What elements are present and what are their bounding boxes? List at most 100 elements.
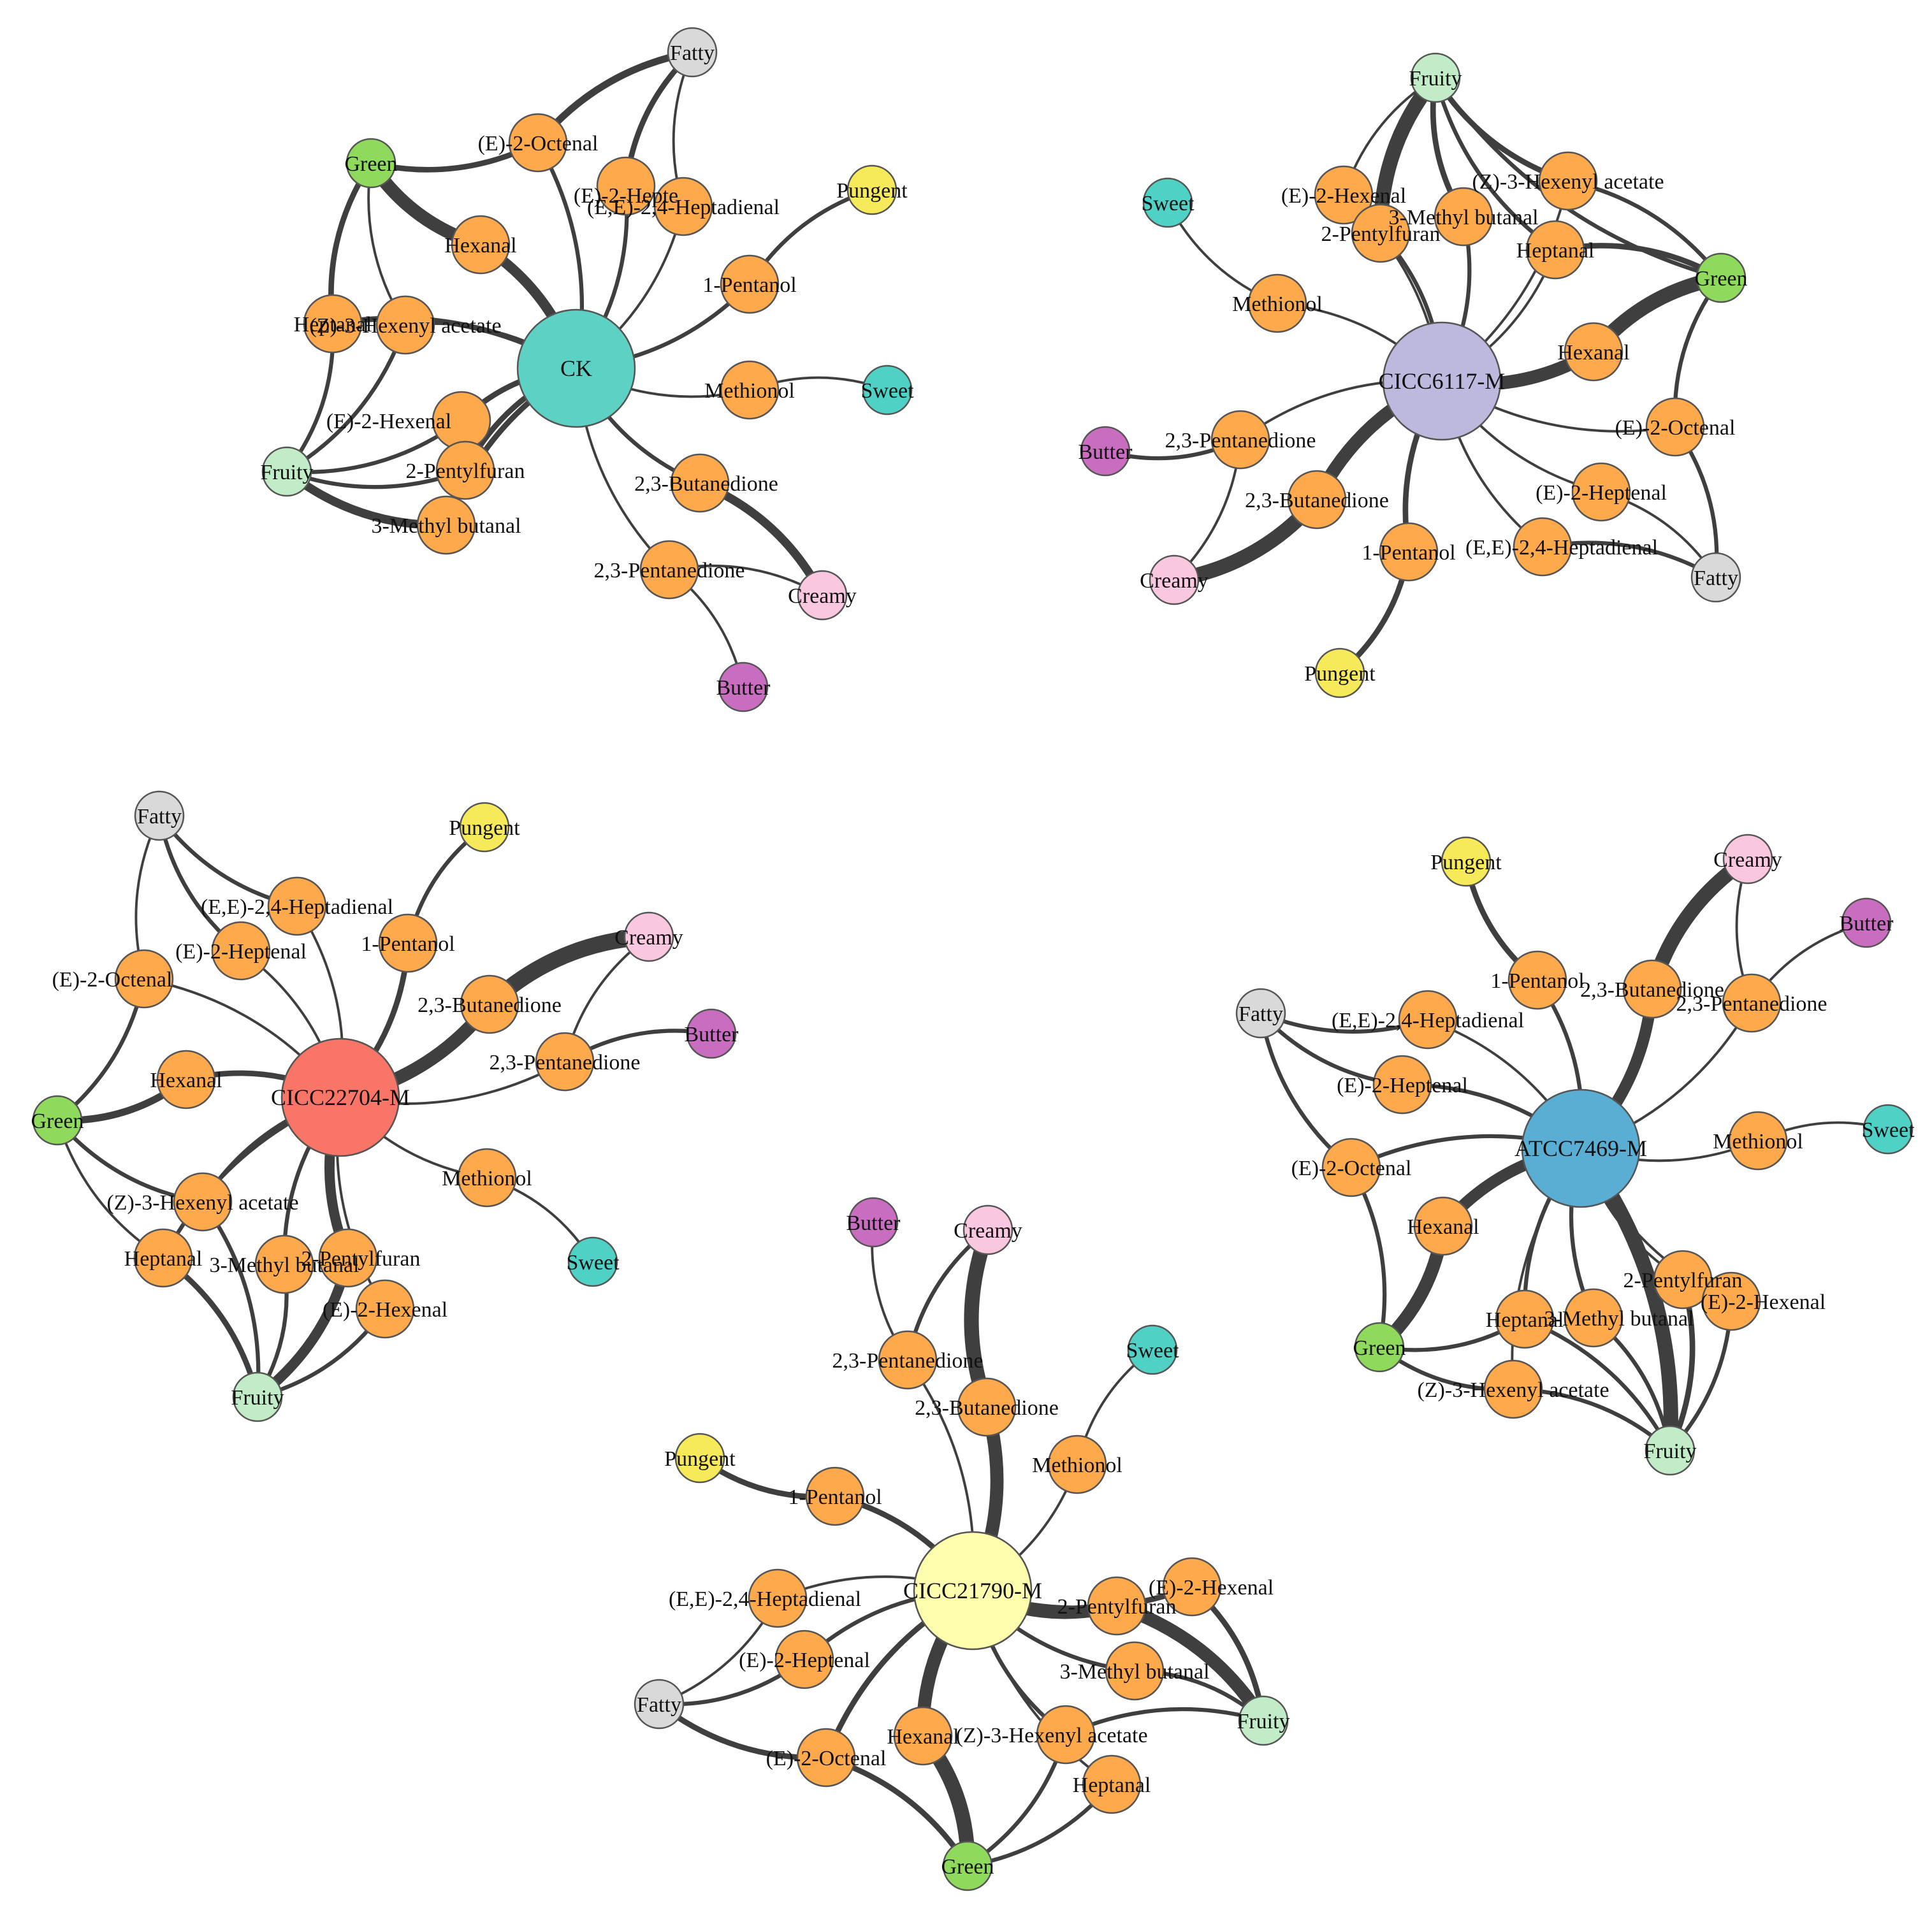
label-heptanal: Heptanal (1486, 1308, 1564, 1332)
label-heptanal: Heptanal (1073, 1774, 1151, 1797)
node-heptadienal (1398, 990, 1458, 1050)
label-fatty: Fatty (1238, 1002, 1283, 1026)
node-octenal (796, 1728, 856, 1788)
node-methionol (457, 1148, 517, 1208)
node-butter (1080, 426, 1131, 477)
label-pentylfuran: 2-Pentylfuran (406, 459, 525, 483)
label-hexanal: Hexanal (1557, 341, 1629, 365)
node-cicc21790-m (913, 1531, 1033, 1651)
node-fatty (634, 1679, 685, 1730)
label-butter: Butter (685, 1023, 739, 1046)
node-fruity (1410, 52, 1461, 103)
label-heptenal: (E)-2-Heptenal (1337, 1074, 1468, 1097)
label-methionol: Methionol (704, 379, 795, 403)
node-hexanal (1564, 322, 1623, 382)
node-methylbutanal (1434, 187, 1493, 247)
node-sweet (1127, 1324, 1178, 1375)
label-butanedione: 2,3-Butanedione (418, 994, 562, 1017)
node-group (1080, 52, 1747, 698)
label-methionol: Methionol (1232, 293, 1323, 316)
label-heptadienal: (E,E)-2,4-Heptadienal (669, 1587, 861, 1611)
node-octenal (1321, 1138, 1381, 1197)
node-octenal (114, 949, 174, 1009)
label-sweet: Sweet (1126, 1339, 1179, 1362)
label-heptanal: Heptanal (294, 313, 372, 336)
node-group (634, 1197, 1289, 1891)
node-sweet (567, 1236, 618, 1287)
node-hexenal (1162, 1557, 1222, 1617)
label-octenal: (E)-2-Octenal (766, 1747, 887, 1770)
label-butter: Butter (846, 1211, 901, 1235)
node-pentanedione (1722, 973, 1782, 1033)
node-pungent (1314, 647, 1365, 698)
node-fruity (1645, 1425, 1696, 1476)
label-creamy: Creamy (788, 584, 857, 608)
label-hexenylacetate: (Z)-3-Hexenyl acetate (309, 314, 501, 338)
node-butanedione (1287, 470, 1347, 530)
label-creamy: Creamy (1140, 569, 1209, 593)
label-octenal: (E)-2-Octenal (52, 968, 173, 992)
node-hexanal (893, 1706, 953, 1766)
label-fruity: Fruity (260, 461, 313, 484)
node-hexenylacetate (1036, 1705, 1096, 1765)
node-methionol (720, 360, 780, 420)
node-sweet (862, 365, 913, 416)
label-pentanedione: 2,3-Pentanedione (594, 559, 745, 582)
label-fruity: Fruity (1237, 1710, 1289, 1733)
label-pentanedione: 2,3-Pentanedione (490, 1051, 641, 1074)
node-heptenal (596, 156, 656, 216)
node-hexanal (451, 215, 511, 275)
label-pentanol: 1-Pentanol (788, 1485, 882, 1509)
label-butanedione: 2,3-Butanedione (915, 1396, 1059, 1420)
label-butter: Butter (1840, 912, 1894, 936)
node-pentanol (1507, 950, 1567, 1010)
node-green (345, 138, 396, 189)
label-heptenal: (E)-2-Heptenal (175, 940, 307, 964)
node-creamy (1149, 554, 1200, 605)
label-creamy: Creamy (954, 1219, 1022, 1243)
node-fruity (1238, 1695, 1289, 1746)
node-pungent (674, 1433, 725, 1484)
node-pentylfuran (435, 440, 495, 500)
label-heptenal: (E)-2-Hepte (574, 184, 678, 208)
label-heptadienal: (E,E)-2,4-Heptadienal (1465, 536, 1658, 560)
node-creamy (962, 1204, 1013, 1255)
node-heptanal (1495, 1289, 1555, 1349)
node-butter (686, 1008, 737, 1059)
node-pentanol (1379, 522, 1439, 582)
node-fatty (1690, 552, 1741, 603)
node-fatty (667, 27, 718, 78)
label-creamy: Creamy (614, 926, 683, 950)
label-sweet: Sweet (861, 379, 914, 403)
label-cicc21790-m: CICC21790-M (903, 1578, 1042, 1603)
node-pentanedione (878, 1330, 938, 1390)
node-pentanol (720, 254, 780, 314)
node-pentylfuran (318, 1228, 378, 1288)
node-pentylfuran (1087, 1576, 1147, 1636)
label-octenal: (E)-2-Octenal (478, 132, 599, 155)
label-butanedione: 2,3-Butanedione (1245, 489, 1389, 512)
label-methionol: Methionol (1032, 1454, 1122, 1477)
node-butanedione (460, 974, 519, 1034)
label-pungent: Pungent (1304, 662, 1376, 686)
label-green: Green (344, 152, 397, 176)
node-pungent (1441, 836, 1492, 887)
label-pentylfuran: 2-Pentylfuran (301, 1247, 421, 1271)
node-heptenal (1372, 1055, 1432, 1115)
label-methylbutanal: 3-Methyl butanal (371, 514, 521, 538)
node-green (1696, 252, 1747, 303)
node-heptenal (1571, 462, 1631, 522)
node-hexenylacetate (1538, 151, 1598, 211)
node-octenal (1645, 397, 1705, 457)
label-heptadienal: (E,E)-2,4-Heptadienal (1332, 1009, 1524, 1032)
label-fruity: Fruity (1409, 67, 1462, 90)
label-heptenal: (E)-2-Heptenal (739, 1649, 870, 1672)
node-cicc6117-m (1382, 321, 1502, 441)
node-pentanol (378, 913, 438, 973)
node-methylbutanal (254, 1234, 314, 1294)
node-methionol (1728, 1111, 1788, 1171)
node-pentanedione (639, 540, 699, 600)
